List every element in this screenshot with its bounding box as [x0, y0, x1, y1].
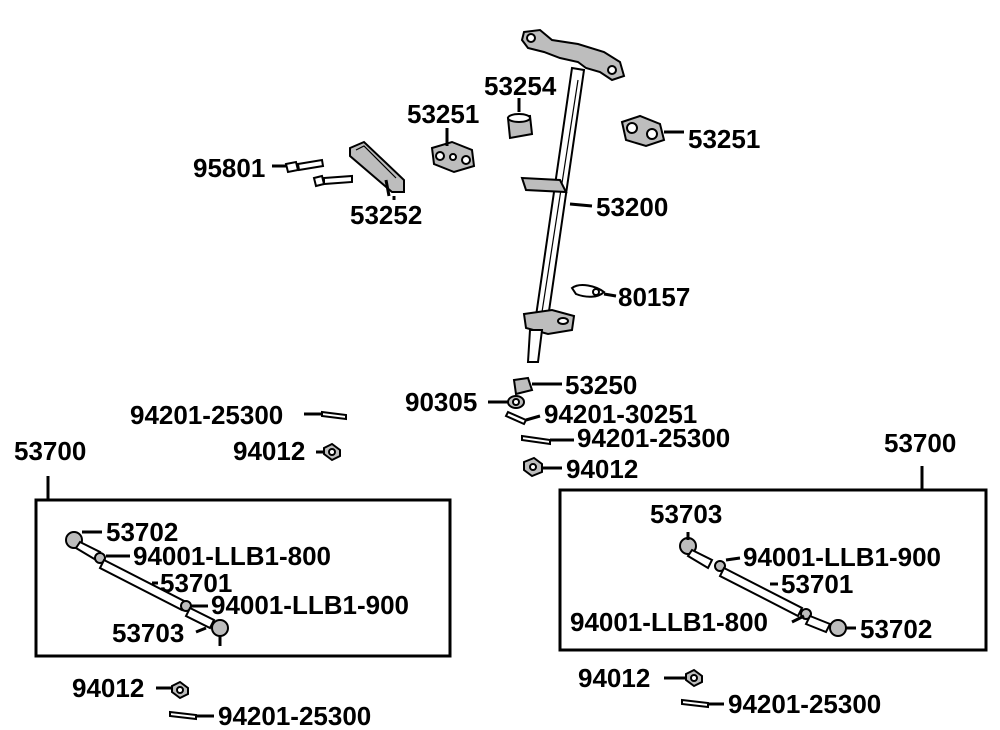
bottom-left-hardware-drawing — [169, 680, 197, 721]
label-cotter-pin-center-a: 94201-30251 — [544, 399, 697, 429]
label-right-lock-nut-top: 94001-LLB1-900 — [743, 542, 941, 572]
bottom-right-hardware-drawing — [681, 668, 709, 709]
label-bushing: 53254 — [484, 71, 557, 101]
label-shaft-holder-right: 53251 — [688, 124, 760, 154]
bushing-drawing — [506, 113, 534, 140]
shaft-holder-left-drawing — [430, 140, 476, 174]
label-shaft-stopper: 53250 — [565, 370, 637, 400]
label-right-tie-rod-end-top: 53703 — [650, 499, 722, 529]
bolt-drawing — [284, 158, 353, 188]
label-left-tie-rod: 53701 — [160, 568, 232, 598]
label-left-tie-rod-end-top: 53702 — [106, 517, 178, 547]
label-bracket-clip: 80157 — [618, 282, 690, 312]
label-left-tie-rod-end-bottom: 53703 — [112, 618, 184, 648]
label-nut-bottom-right: 94012 — [578, 663, 650, 693]
right-assembly-title: 53700 — [884, 428, 956, 458]
right-assembly-box — [558, 488, 988, 652]
label-cotter-pin-bottom-left: 94201-25300 — [218, 701, 371, 730]
bracket-clip-drawing — [570, 284, 606, 298]
left-assembly-title: 53700 — [14, 436, 86, 466]
label-right-lock-nut-bottom: 94001-LLB1-800 — [570, 607, 768, 637]
left-assembly-box — [34, 498, 452, 658]
holder-plate-drawing — [349, 140, 405, 197]
shaft-holder-right-drawing — [620, 114, 666, 148]
label-bolt: 95801 — [193, 153, 265, 183]
label-left-lock-nut-top: 94001-LLB1-800 — [133, 541, 331, 571]
label-holder-plate: 53252 — [350, 200, 422, 230]
label-left-lock-nut-bottom: 94001-LLB1-900 — [211, 590, 409, 620]
label-right-tie-rod: 53701 — [781, 569, 853, 599]
label-cotter-pin-bottom-right: 94201-25300 — [728, 689, 881, 719]
label-washer: 90305 — [405, 387, 477, 417]
label-nut-bottom-left: 94012 — [72, 673, 144, 703]
label-nut-center: 94012 — [566, 454, 638, 484]
steering-shaft-drawing — [520, 28, 626, 363]
top-left-hardware-drawing — [321, 410, 347, 462]
center-hardware-drawing — [504, 376, 551, 478]
label-right-tie-rod-end-bottom: 53702 — [860, 614, 932, 644]
label-cotter-pin-center-b: 94201-25300 — [577, 423, 730, 453]
label-cotter-pin-top-left: 94201-25300 — [130, 400, 283, 430]
label-steering-shaft: 53200 — [596, 192, 668, 222]
leader-lines — [82, 98, 856, 718]
right-tie-rod-drawing — [679, 532, 847, 637]
left-tie-rod-drawing — [65, 531, 229, 646]
label-shaft-holder-left: 53251 — [407, 99, 479, 129]
label-nut-top-left: 94012 — [233, 436, 305, 466]
